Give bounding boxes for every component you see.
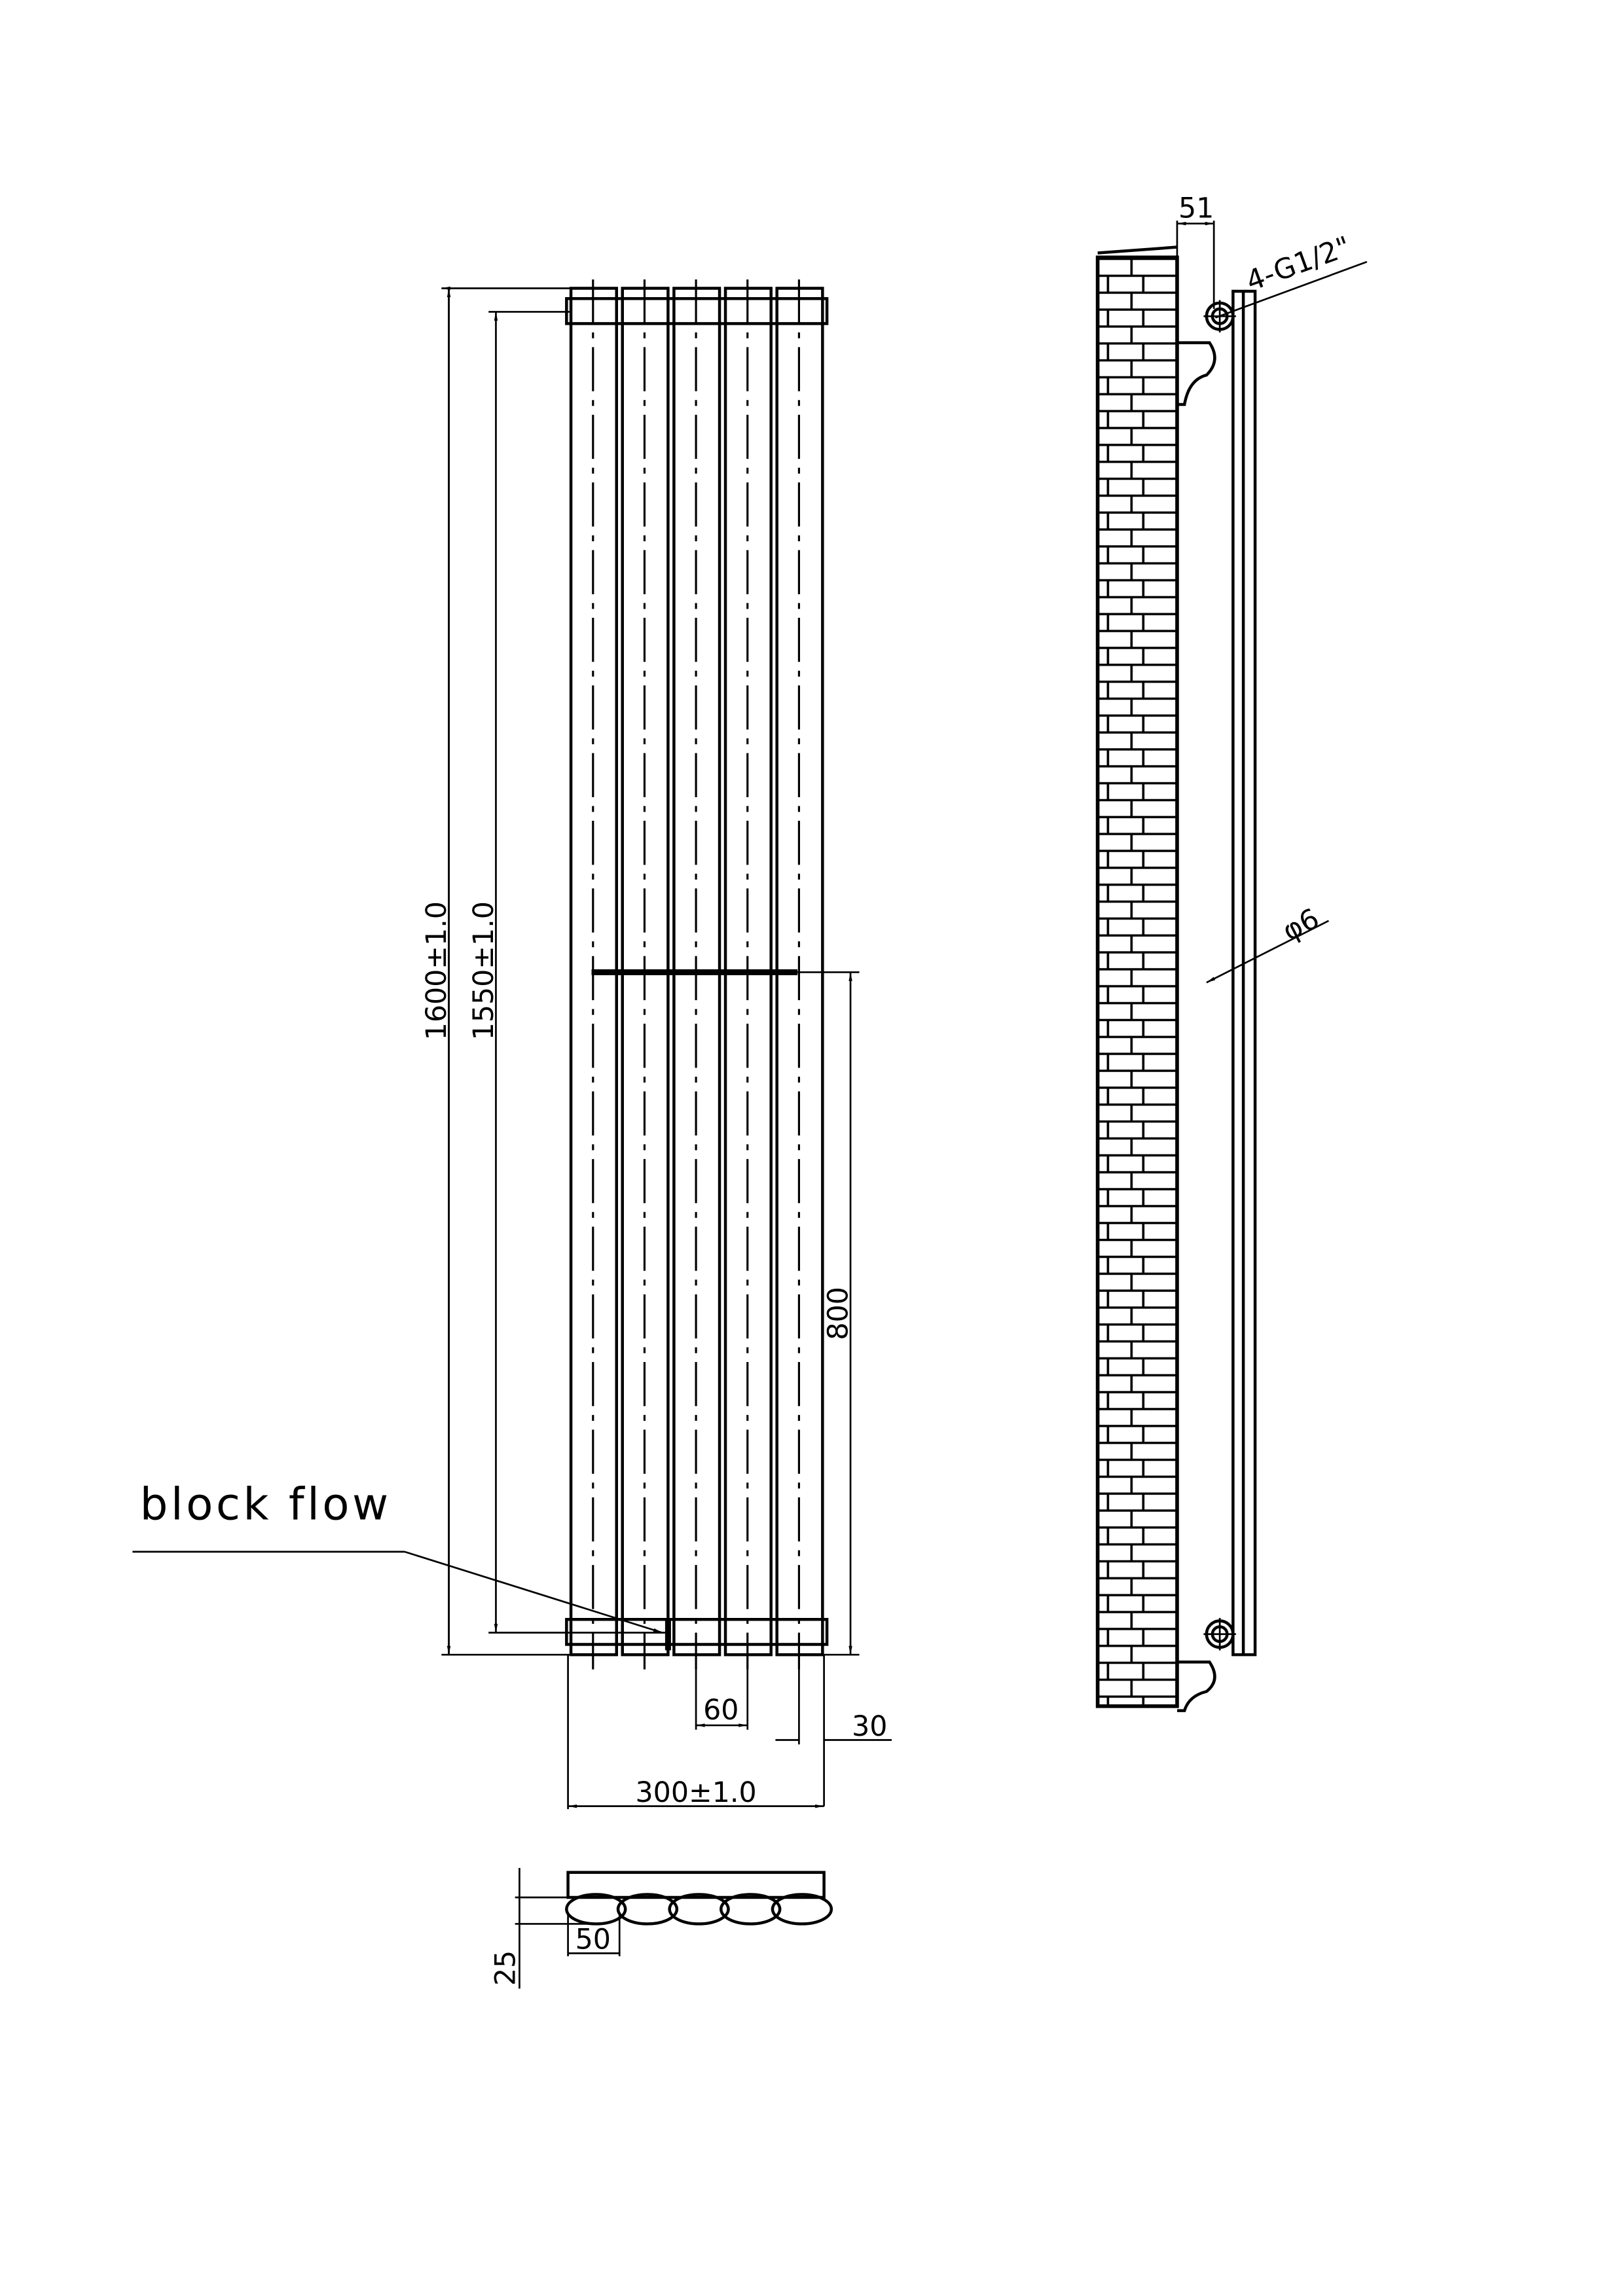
block-flow-marker bbox=[665, 1618, 671, 1651]
dim-overall-height: 1600±1.0 bbox=[420, 901, 453, 1040]
block-flow-label: block flow bbox=[140, 1478, 392, 1530]
dim-diameter: φ6 bbox=[1277, 902, 1324, 948]
dim-column-width: 30 bbox=[852, 1710, 887, 1743]
dim-column-pitch: 60 bbox=[703, 1694, 739, 1727]
dim-centres-height: 1550±1.0 bbox=[467, 901, 500, 1040]
front-view: 1600±1.0 1550±1.0 800 block flow 60 30 3… bbox=[132, 279, 892, 1810]
dim-mid-height: 800 bbox=[822, 1287, 855, 1340]
dim-depth: 25 bbox=[490, 1950, 522, 1986]
side-view: 51 4-G1/2" φ6 bbox=[1095, 192, 1368, 1712]
bracket-bottom bbox=[1176, 1618, 1236, 1712]
dim-wall-offset: 51 bbox=[1178, 192, 1214, 225]
dim-tube-width: 50 bbox=[575, 1924, 611, 1956]
plan-view: 25 50 bbox=[490, 1868, 833, 1989]
dim-overall-width: 300±1.0 bbox=[636, 1776, 757, 1809]
brick-wall bbox=[1095, 255, 1179, 1708]
bracket-top bbox=[1176, 300, 1236, 406]
